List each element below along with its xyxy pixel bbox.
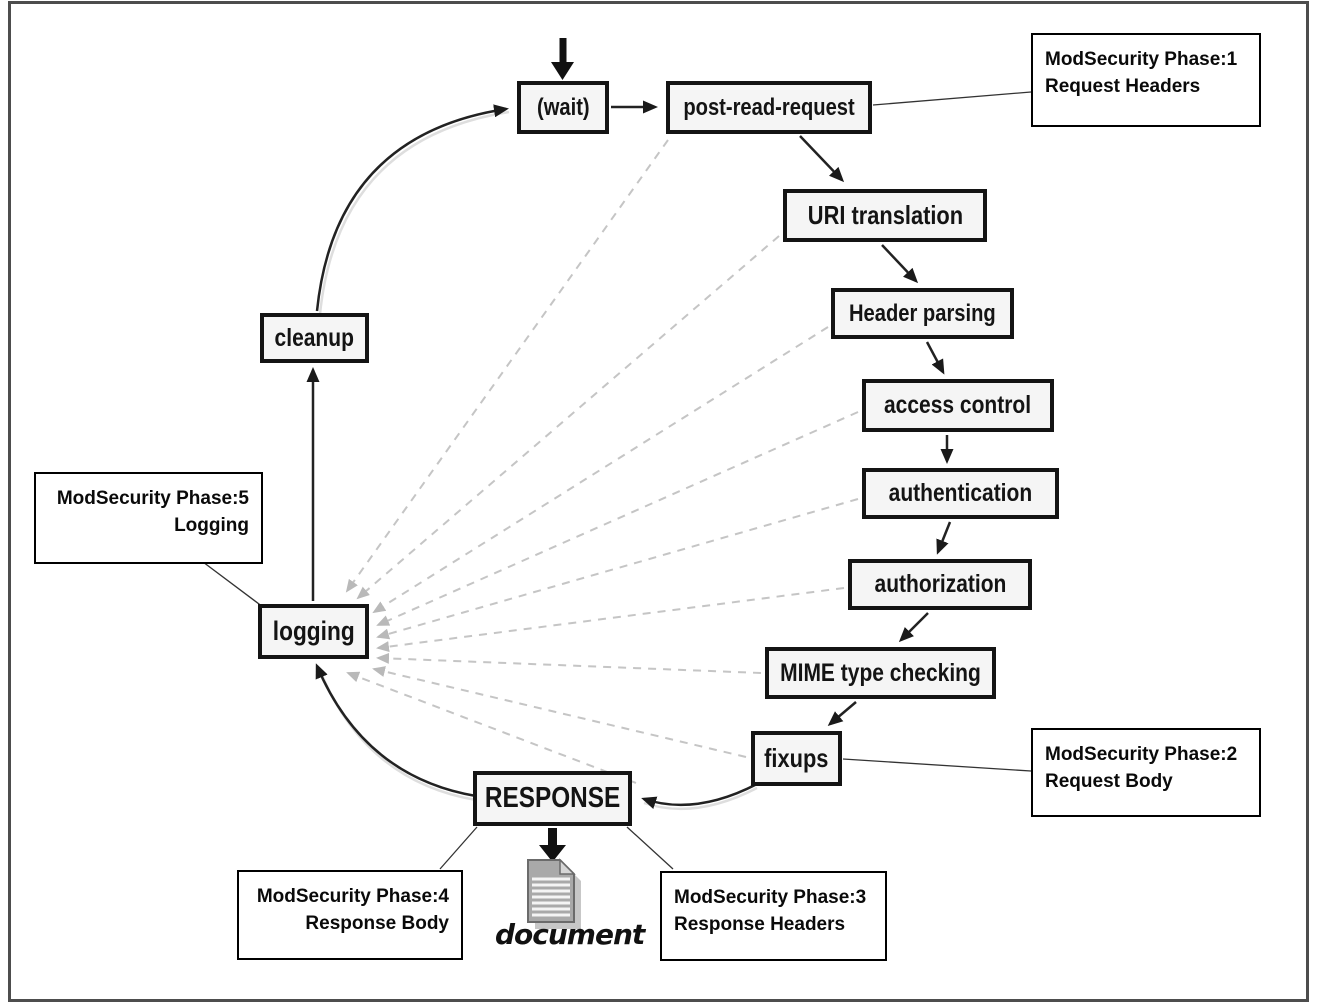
entry-arrow [551, 38, 574, 80]
stage-authentication: authentication [862, 468, 1059, 519]
connector-phase5 [202, 561, 264, 608]
callout-modsecurity-phase-4: ModSecurity Phase:4 Response Body [237, 870, 463, 960]
stage-access-control: access control [862, 379, 1054, 432]
phase3-line2: Response Headers [674, 913, 846, 935]
stage-fixups-label: fixups [764, 743, 829, 773]
stage-uri-translation: URI translation [783, 189, 987, 242]
phase2-line2: Request Body [1045, 770, 1173, 792]
stage-response-label: RESPONSE [484, 782, 621, 814]
stage-mime-type-checking-label: MIME type checking [780, 658, 981, 687]
dashed-header-parsing-to-logging [372, 326, 829, 614]
phase5-line1: ModSecurity Phase:5 [56, 488, 249, 509]
arrow-fixups-to-response [641, 782, 758, 809]
phase1-line2: Request Headers [1045, 75, 1201, 97]
callout-modsecurity-phase-1: ModSecurity Phase:1 Request Headers [1031, 33, 1261, 127]
dashed-authorization-to-logging [376, 587, 845, 653]
stage-cleanup: cleanup [260, 313, 369, 363]
arrow-cleanup-to-wait [315, 104, 509, 312]
document-icon [527, 858, 581, 929]
arrow-header-parsing-to-access-control [925, 341, 945, 375]
callout-modsecurity-phase-3: ModSecurity Phase:3 Response Headers [660, 871, 887, 961]
arrow-authorization-to-mime-type-checking [898, 612, 929, 643]
dashed-access-control-to-logging [376, 411, 859, 626]
stage-logging-label: logging [272, 616, 355, 646]
callout-modsecurity-phase-2: ModSecurity Phase:2 Request Body [1031, 728, 1261, 817]
stage-post-read-request: post-read-request [666, 81, 872, 134]
stage-authentication-label: authentication [888, 479, 1033, 507]
phase3-line1: ModSecurity Phase:3 [674, 887, 867, 908]
outer-frame [8, 1, 1309, 1002]
arrow-mime-type-checking-to-fixups [827, 701, 857, 726]
phase2-line1: ModSecurity Phase:2 [1045, 744, 1238, 765]
arrow-response-to-logging [315, 663, 477, 798]
arrow-authentication-to-authorization [936, 521, 952, 555]
dashed-mime-type-checking-to-logging [376, 652, 762, 674]
arrow-post-read-request-to-uri-translation [799, 135, 845, 183]
connector-phase1 [872, 91, 1032, 106]
stage-fixups: fixups [751, 731, 842, 786]
arrow-uri-translation-to-header-parsing [881, 244, 919, 284]
stage-access-control-label: access control [884, 391, 1032, 419]
document-lines [532, 877, 570, 917]
callout-modsecurity-phase-5: ModSecurity Phase:5 Logging [34, 472, 263, 564]
stage-header-parsing: Header parsing [831, 288, 1014, 339]
dashed-post-read-request-to-logging [345, 139, 669, 593]
phase5-line2: Logging [174, 514, 249, 536]
stage-logging: logging [258, 604, 369, 659]
dashed-response-to-logging [346, 671, 637, 784]
stage-mime-type-checking: MIME type checking [765, 647, 996, 699]
dashed-fixups-to-logging [372, 666, 747, 758]
phase1-line1: ModSecurity Phase:1 [1045, 49, 1238, 70]
stage-response: RESPONSE [473, 771, 632, 826]
stage-authorization: authorization [848, 559, 1032, 610]
stage-cleanup-label: cleanup [274, 323, 355, 352]
stage-wait: (wait) [517, 81, 609, 134]
stage-authorization-label: authorization [874, 570, 1006, 598]
stage-header-parsing-label: Header parsing [849, 299, 996, 327]
response-to-document-arrow [539, 828, 566, 862]
phase4-line2: Response Body [305, 912, 449, 934]
arc-echo-cleanup-wait [318, 110, 510, 315]
stage-post-read-request-label: post-read-request [683, 93, 855, 121]
connector-phase2 [842, 758, 1032, 772]
document-fold [559, 858, 576, 875]
connector-phase3 [626, 826, 674, 870]
stage-wait-label: (wait) [536, 93, 590, 121]
dashed-uri-translation-to-logging [356, 235, 780, 600]
document-label: document [495, 918, 645, 951]
phase4-line1: ModSecurity Phase:4 [256, 886, 449, 907]
stage-uri-translation-label: URI translation [807, 200, 963, 230]
connector-phase4 [439, 826, 478, 870]
